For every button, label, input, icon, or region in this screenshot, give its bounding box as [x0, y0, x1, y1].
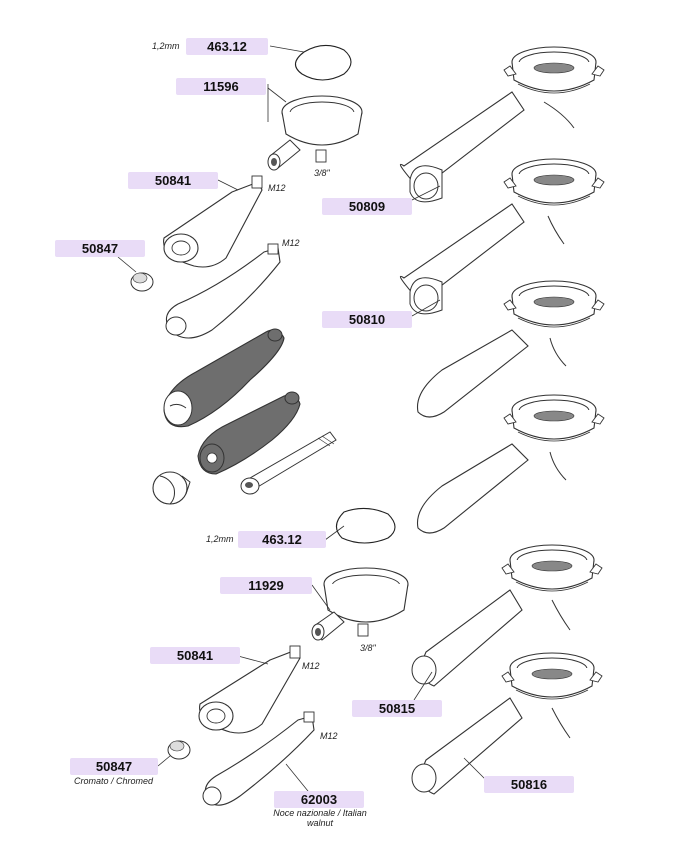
- end-cap-icon: [152, 471, 191, 505]
- wood-finish-note: Noce nazionale / Italian walnut: [273, 808, 367, 828]
- assembled-filter-holder: [399, 158, 605, 315]
- rubber-grip-icon: [197, 391, 301, 475]
- wood-handle-icon: [202, 711, 315, 806]
- end-cap-icon: [167, 740, 191, 760]
- screw-bolt-icon: [240, 431, 337, 495]
- part-label-50810: 50810: [322, 311, 412, 328]
- m12-note-d: M12: [320, 731, 338, 741]
- filter-holder-body-icon: [267, 95, 363, 171]
- thickness-note-bottom: 1,2mm: [206, 534, 234, 544]
- part-label-62003: 62003: [274, 791, 364, 808]
- m12-note-c: M12: [302, 661, 320, 671]
- thread-note-bottom: 3/8": [360, 643, 376, 653]
- part-label-50815: 50815: [352, 700, 442, 717]
- part-label-50841-bottom: 50841: [150, 647, 240, 664]
- gasket-ring-icon: [294, 44, 352, 81]
- m12-note-a: M12: [268, 183, 286, 193]
- part-label-50847-bottom: 50847: [70, 758, 158, 775]
- filter-holder-body-icon: [311, 567, 409, 641]
- part-label-50847-top: 50847: [55, 240, 145, 257]
- part-label-463-12-top: 463.12: [186, 38, 268, 55]
- part-label-11929: 11929: [220, 577, 312, 594]
- assembled-filter-holder: [399, 46, 605, 203]
- handle-icon: [163, 175, 263, 268]
- assembled-filter-holder: [411, 652, 603, 795]
- assembled-filter-holder: [416, 280, 605, 418]
- rubber-grip-icon: [163, 328, 285, 428]
- thickness-note-top: 1,2mm: [152, 41, 180, 51]
- part-label-463-12-bottom: 463.12: [238, 531, 326, 548]
- part-label-50841-top: 50841: [128, 172, 218, 189]
- part-label-50809: 50809: [322, 198, 412, 215]
- gasket-ring-icon: [335, 507, 396, 544]
- wood-handle-icon: [165, 243, 281, 339]
- assembled-filter-holder: [416, 394, 605, 534]
- handle-icon: [198, 645, 301, 734]
- end-cap-icon: [130, 272, 154, 292]
- part-label-50816: 50816: [484, 776, 574, 793]
- m12-note-b: M12: [282, 238, 300, 248]
- thread-note-top: 3/8": [314, 168, 330, 178]
- cap-finish-note: Cromato / Chromed: [74, 776, 154, 786]
- part-label-11596: 11596: [176, 78, 266, 95]
